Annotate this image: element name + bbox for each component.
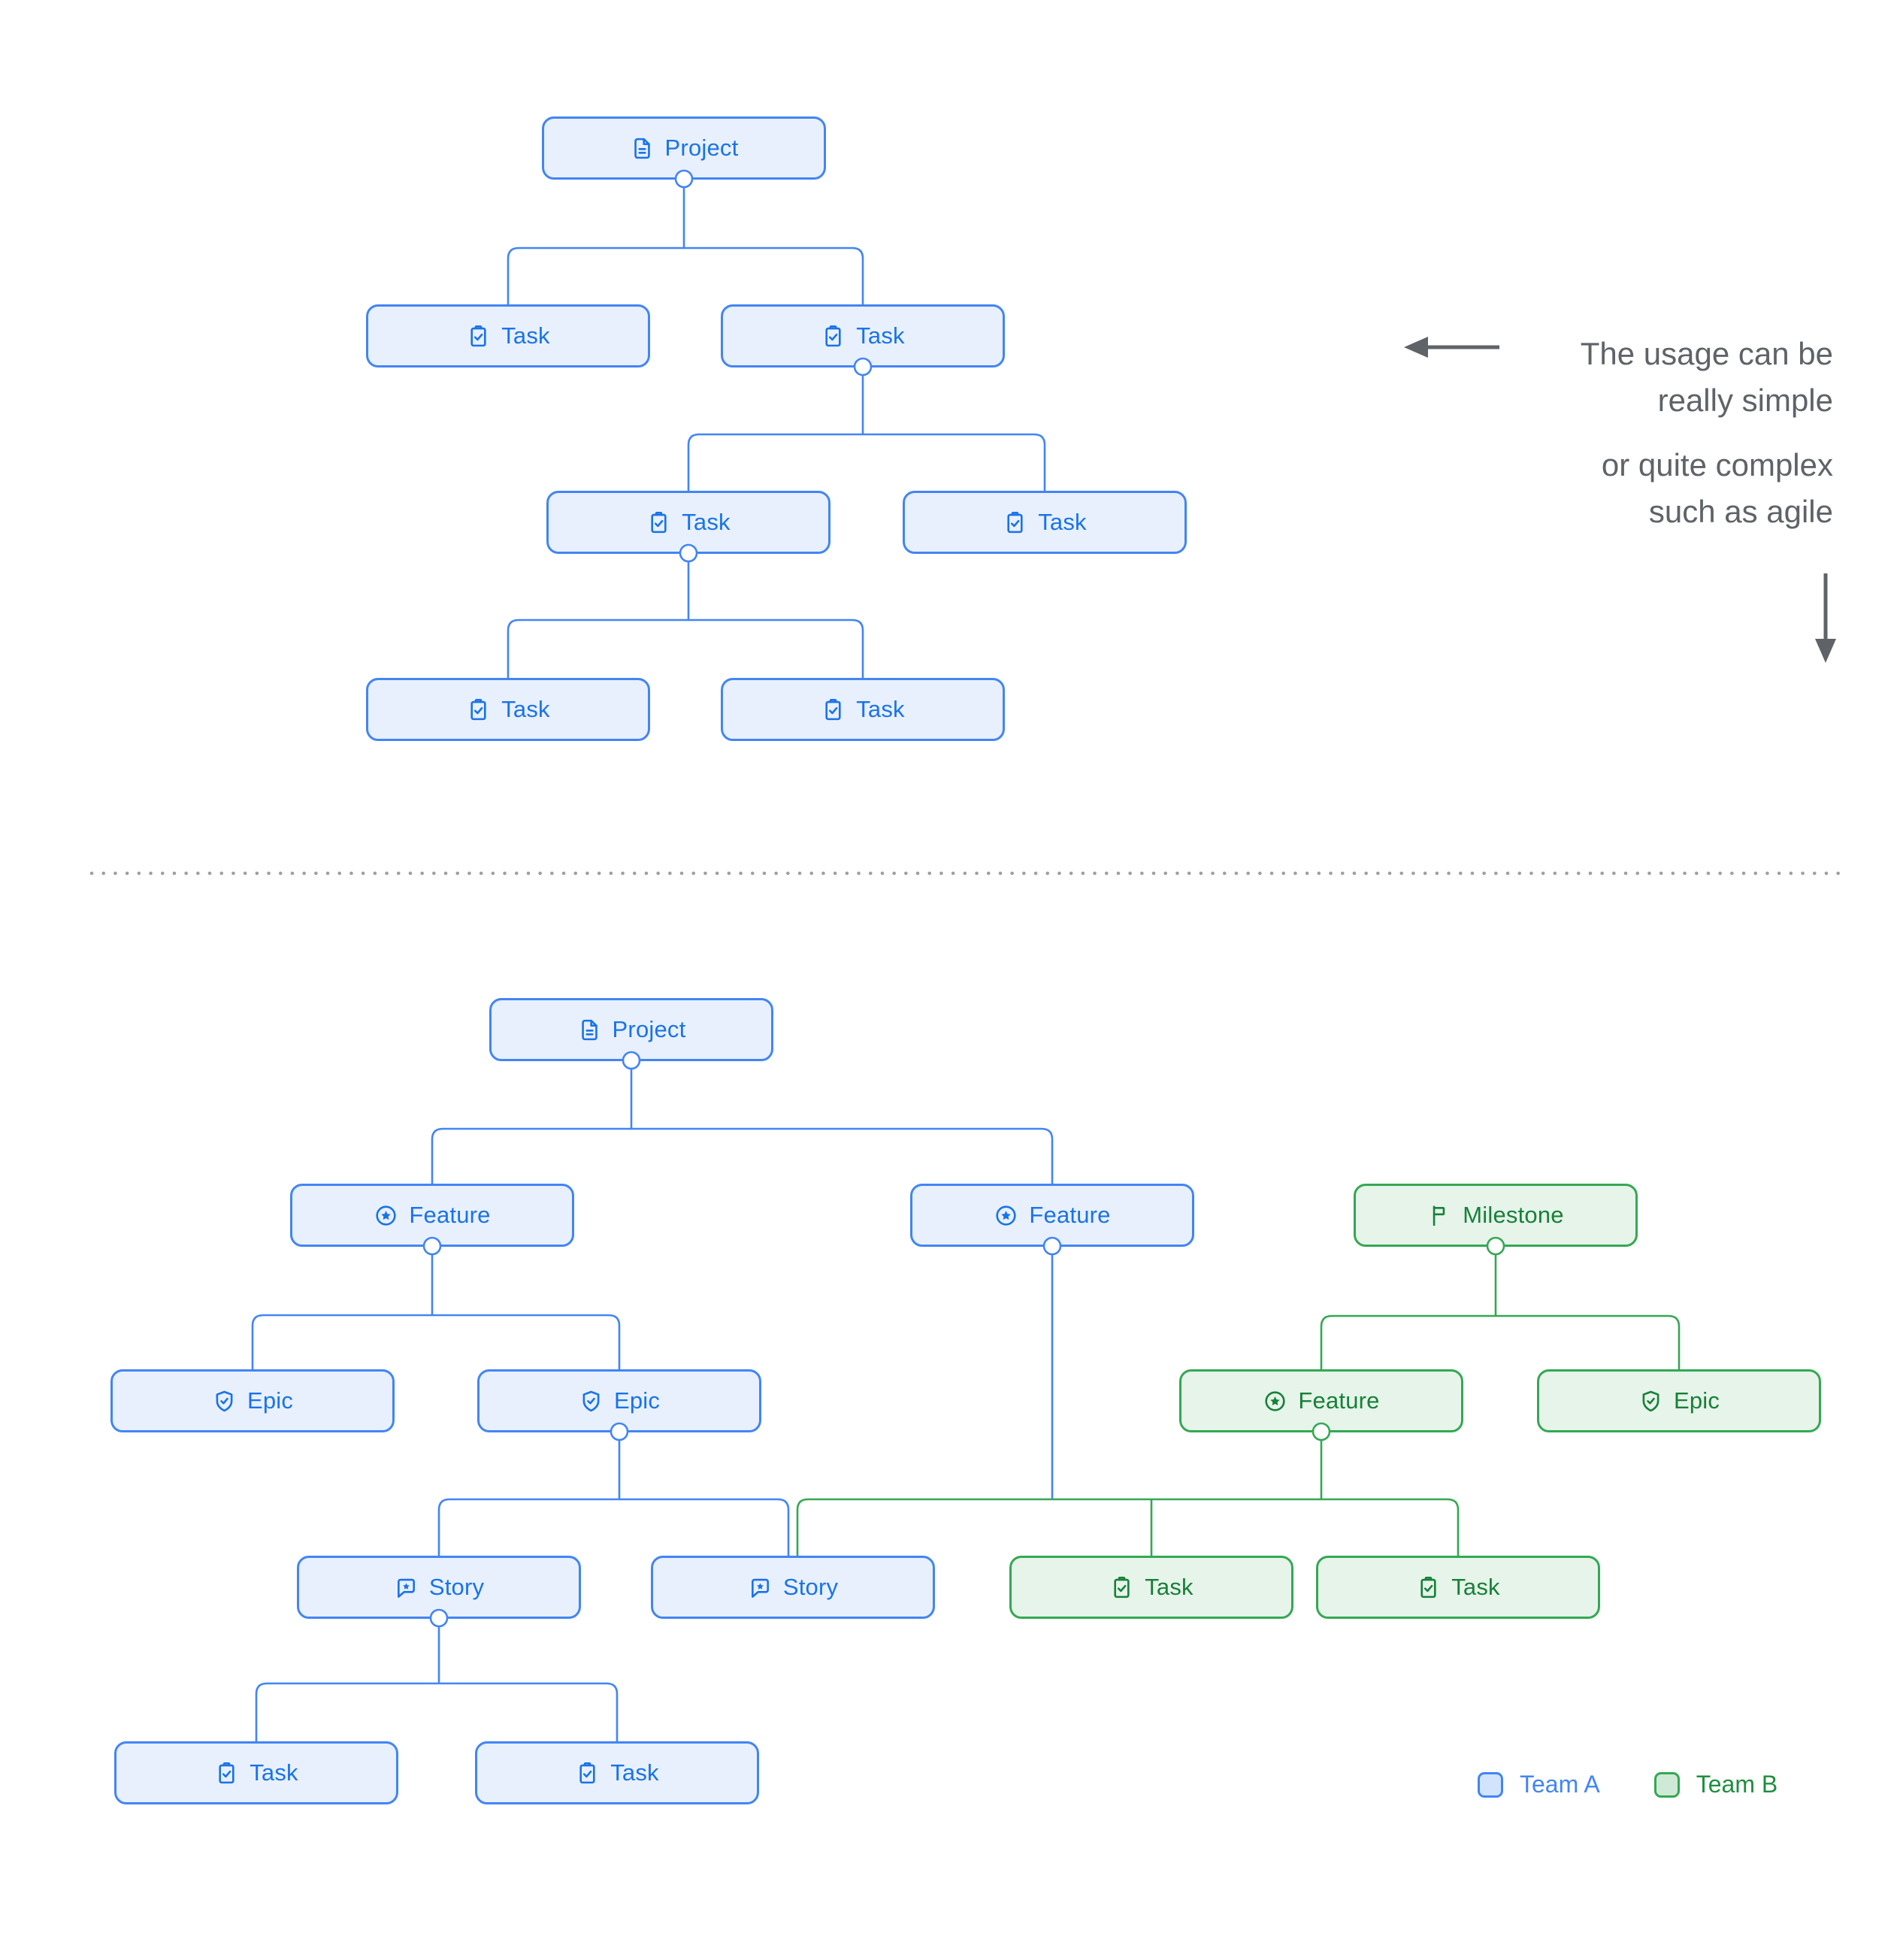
complex-tree-node-project: Project [489,998,773,1061]
document-icon [630,136,655,161]
node-label: Task [250,1759,298,1786]
task-icon [1416,1575,1441,1600]
complex-tree-node-task: Task [475,1741,759,1804]
node-label: Epic [247,1387,294,1414]
node-label: Task [501,696,550,722]
node-label: Project [612,1016,686,1042]
node-label: Feature [1298,1387,1380,1414]
epic-icon [1638,1389,1663,1414]
milestone-icon [1427,1203,1452,1228]
legend-label-team-a: Team A [1520,1771,1600,1798]
complex-tree-node-epic: Epic [477,1369,761,1432]
node-label: Milestone [1463,1202,1564,1228]
node-label: Task [1038,509,1087,535]
legend-item-team-b: Team B [1653,1771,1778,1798]
legend: Team A Team B [1478,1771,1777,1798]
node-label: Feature [1029,1202,1111,1228]
feature-icon [1263,1389,1287,1414]
team-b-swatch-icon [1653,1771,1680,1798]
node-label: Task [501,322,550,349]
complex-tree-node-story: Story [297,1556,581,1619]
epic-icon [212,1389,237,1414]
task-icon [1003,510,1027,535]
complex-tree-node-task: Task [114,1741,398,1804]
team-a-swatch-icon [1478,1771,1503,1798]
story-icon [748,1575,773,1600]
annotation-line: really simple [1657,383,1833,418]
simple-tree-node-task: Task [366,678,650,741]
complex-tree-node-epic: Epic [1537,1369,1821,1432]
legend-item-team-a: Team A [1478,1771,1600,1798]
task-icon [646,510,671,535]
task-icon [466,324,491,349]
node-label: Epic [1673,1387,1720,1414]
story-icon [394,1575,419,1600]
task-icon [821,697,846,722]
annotation-text: The usage can be really simple or quite … [1581,331,1833,535]
simple-tree-node-task: Task [903,491,1187,554]
complex-tree-node-epic: Epic [110,1369,395,1432]
node-label: Story [782,1574,839,1600]
node-label: Task [1145,1574,1194,1600]
legend-label-team-b: Team B [1696,1771,1778,1798]
node-label: Story [428,1574,485,1600]
task-icon [214,1761,239,1786]
node-label: Task [682,509,731,535]
node-label: Task [610,1759,659,1786]
task-icon [466,697,491,722]
complex-tree-node-feature: Feature [910,1184,1194,1247]
task-icon [1109,1575,1134,1600]
task-icon [575,1761,600,1786]
annotation-line: such as agile [1648,494,1833,529]
complex-tree-node-task: Task [1009,1556,1293,1619]
simple-tree-node-task: Task [366,304,650,368]
annotation-line: The usage can be [1580,336,1833,371]
document-icon [577,1018,602,1042]
simple-tree-node-project: Project [542,116,826,180]
complex-tree-node-feature: Feature [1179,1369,1463,1432]
node-label: Task [856,696,905,722]
complex-tree-node-story: Story [651,1556,935,1619]
annotation-line: or quite complex [1601,447,1833,482]
feature-icon [374,1203,398,1228]
simple-tree-node-task: Task [721,678,1005,741]
node-label: Project [664,135,739,161]
node-label: Epic [613,1387,661,1414]
epic-icon [579,1389,604,1414]
node-label: Feature [409,1202,491,1228]
simple-tree-node-task: Task [546,491,830,554]
simple-tree-node-task: Task [721,304,1005,368]
feature-icon [994,1203,1018,1228]
complex-tree-node-milestone: Milestone [1354,1184,1638,1247]
task-icon [821,324,846,349]
complex-tree-node-feature: Feature [290,1184,574,1247]
node-label: Task [856,322,905,349]
node-label: Task [1451,1574,1500,1600]
complex-tree-node-task: Task [1316,1556,1600,1619]
